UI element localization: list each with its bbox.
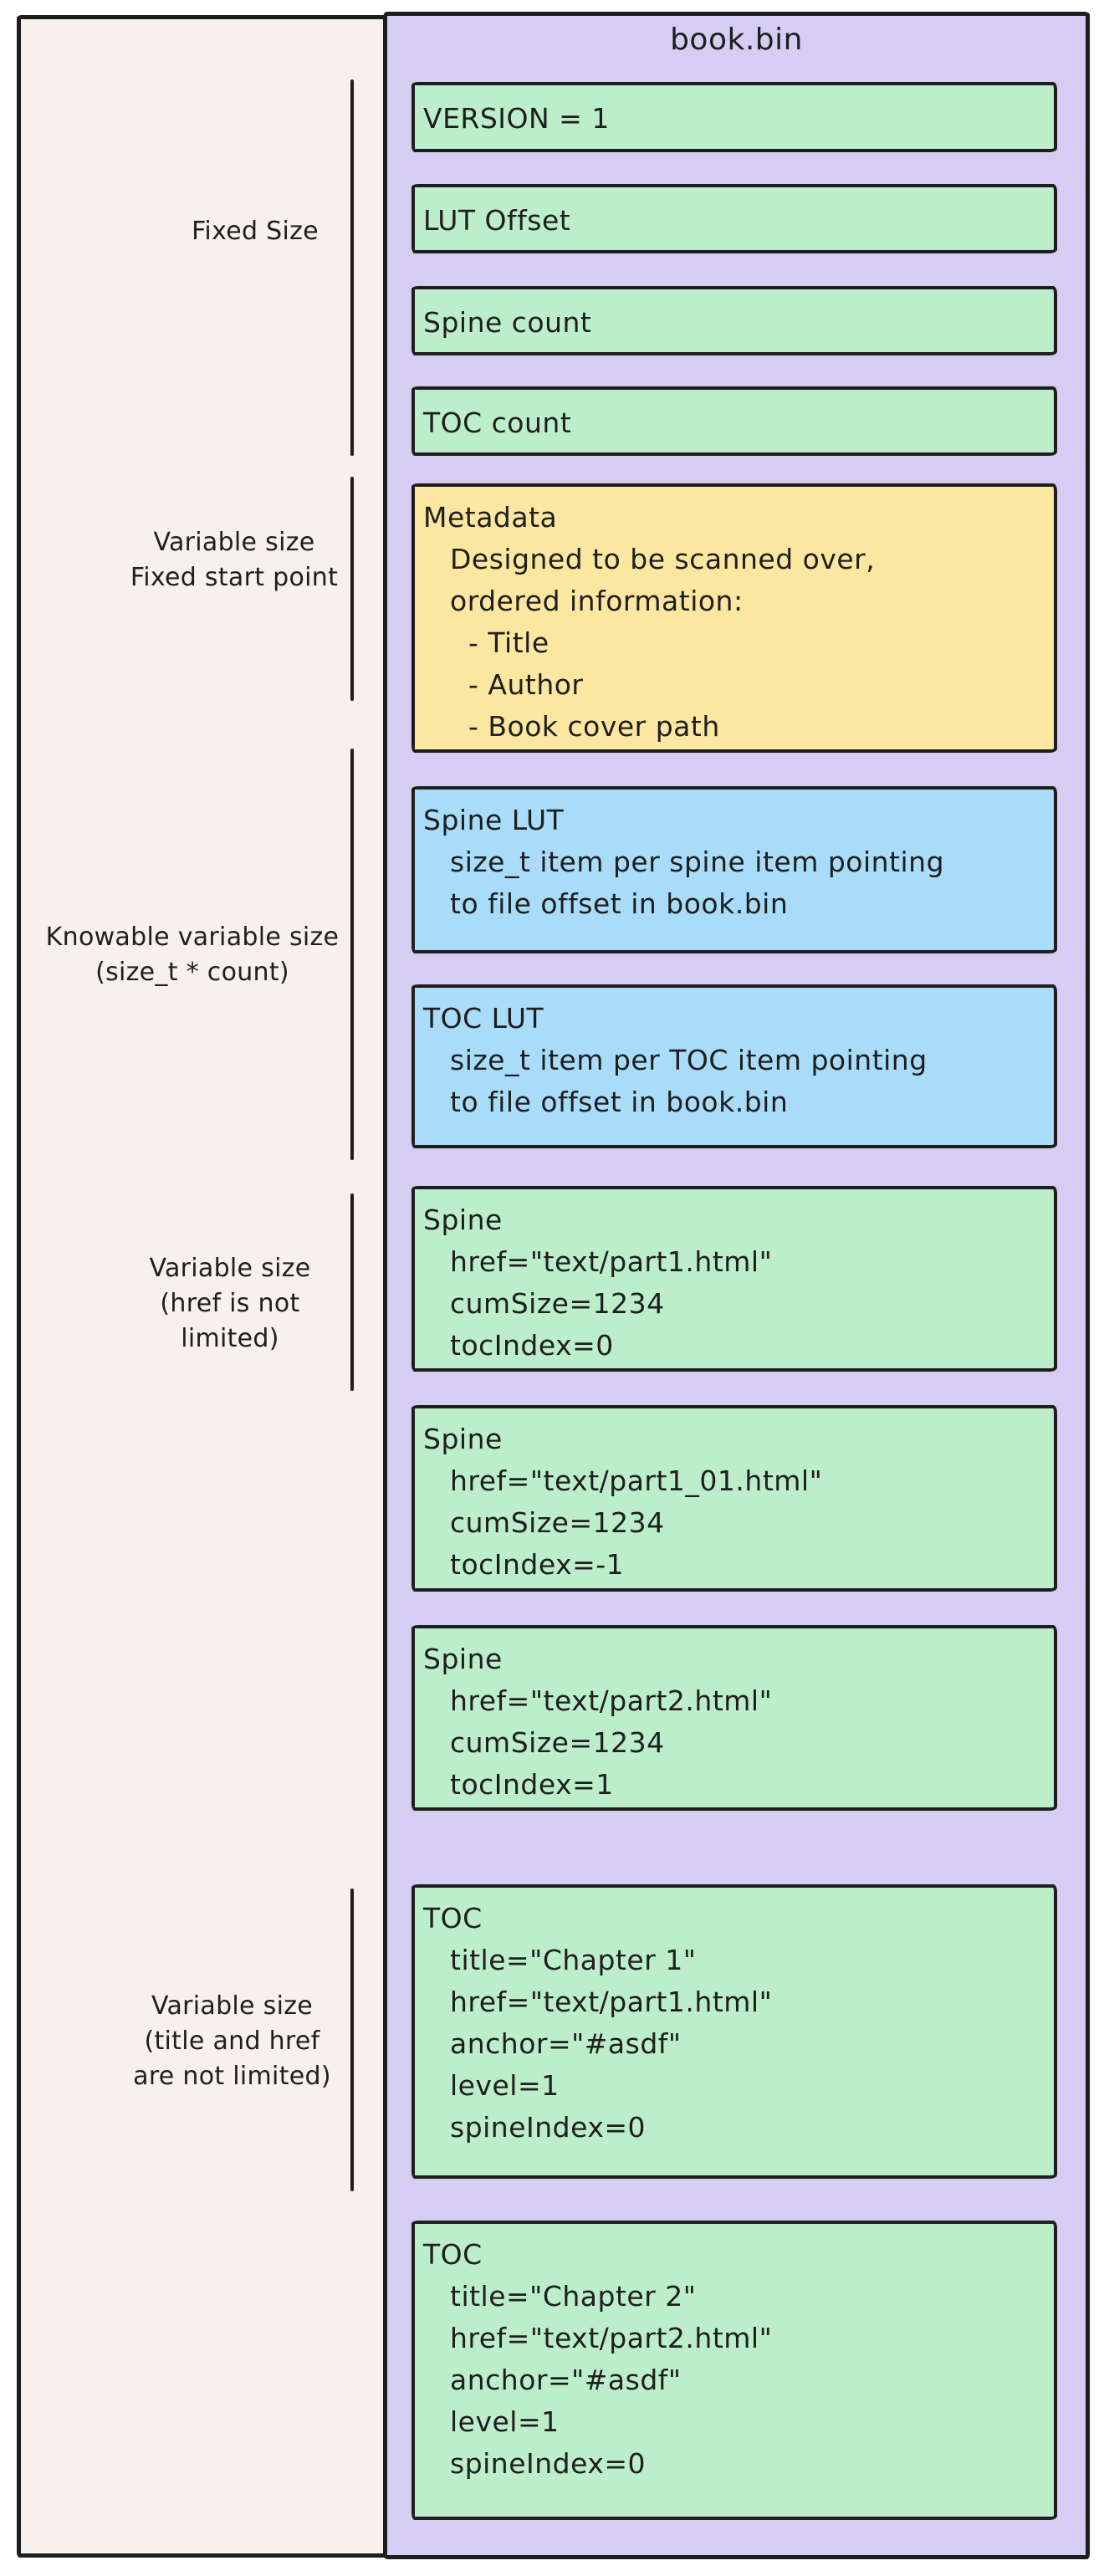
metadata-box: Metadata Designed to be scanned over, or…	[411, 483, 1057, 753]
box-text: Designed to be scanned over,	[450, 543, 876, 575]
toc-lut-box: TOC LUT size_t item per TOC item pointin…	[411, 984, 1057, 1148]
spine-entry-box: Spine href="text/part1.html" cumSize=123…	[411, 1186, 1057, 1372]
label-line: limited)	[181, 1324, 279, 1353]
toc-entry-box: TOC title="Chapter 1" href="text/part1.h…	[411, 1884, 1057, 2179]
box-text: spineIndex=0	[450, 2111, 647, 2144]
box-text: cumSize=1234	[450, 1287, 665, 1320]
box-text: href="text/part1.html"	[450, 1245, 773, 1278]
box-text: to file offset in book.bin	[450, 887, 789, 920]
box-title: Spine	[423, 1423, 503, 1455]
label-line: Fixed Size	[192, 217, 319, 246]
box-text: - Title	[468, 626, 549, 659]
box-text: href="text/part2.html"	[450, 2322, 773, 2354]
box-text: ordered information:	[450, 585, 744, 617]
field-box-lut-offset: LUT Offset	[411, 184, 1057, 253]
bracket-variable-size-href	[350, 1193, 354, 1391]
spine-lut-box: Spine LUT size_t item per spine item poi…	[411, 786, 1057, 953]
box-text: size_t item per spine item pointing	[450, 846, 945, 878]
bracket-fixed-size	[350, 79, 354, 456]
spine-entry-box: Spine href="text/part1_01.html" cumSize=…	[411, 1405, 1057, 1592]
box-text: tocIndex=1	[450, 1768, 614, 1801]
box-title: Spine	[423, 1204, 503, 1236]
spine-entry-box: Spine href="text/part2.html" cumSize=123…	[411, 1625, 1057, 1811]
box-text: anchor="#asdf"	[450, 2027, 682, 2060]
box-text: cumSize=1234	[450, 1726, 665, 1759]
box-text: anchor="#asdf"	[450, 2364, 682, 2396]
box-text: tocIndex=0	[450, 1329, 614, 1362]
box-text: href="text/part1_01.html"	[450, 1464, 823, 1497]
box-text: title="Chapter 1"	[450, 1944, 697, 1976]
section-label-fixed-size: Fixed Size	[159, 214, 351, 249]
box-text: tocIndex=-1	[450, 1548, 625, 1581]
box-text: cumSize=1234	[450, 1506, 665, 1539]
box-text: spineIndex=0	[450, 2447, 647, 2480]
section-label-variable-size-href: Variable size (href is not limited)	[113, 1251, 347, 1357]
field-text: LUT Offset	[423, 204, 571, 237]
toc-entry-box: TOC title="Chapter 2" href="text/part2.h…	[411, 2221, 1057, 2520]
box-title: Metadata	[423, 501, 558, 534]
label-line: (size_t * count)	[95, 958, 289, 987]
bracket-knowable-variable-size	[350, 749, 354, 1160]
box-text: - Author	[468, 668, 584, 701]
section-label-variable-size-title-href: Variable size (title and href are not li…	[84, 1989, 381, 2094]
label-line: Variable size	[151, 1991, 314, 2021]
label-line: Variable size	[153, 528, 315, 557]
field-box-version: VERSION = 1	[411, 82, 1057, 152]
label-line: Knowable variable size	[45, 923, 340, 952]
box-text: - Book cover path	[468, 710, 720, 743]
section-label-knowable-variable-size: Knowable variable size (size_t * count)	[29, 920, 355, 990]
section-label-variable-size-fixed-start: Variable size Fixed start point	[113, 525, 355, 595]
box-title: TOC	[423, 2238, 483, 2271]
label-line: are not limited)	[133, 2062, 331, 2091]
field-box-spine-count: Spine count	[411, 286, 1057, 355]
label-line: Fixed start point	[130, 563, 339, 592]
label-line: (title and href	[144, 2027, 320, 2056]
field-text: TOC count	[423, 406, 572, 439]
box-text: href="text/part1.html"	[450, 1986, 773, 2018]
box-title: Spine LUT	[423, 804, 565, 836]
box-text: level=1	[450, 2069, 560, 2102]
container-title: book.bin	[670, 23, 803, 57]
box-text: size_t item per TOC item pointing	[450, 1044, 928, 1076]
bracket-variable-size-title-href	[350, 1889, 354, 2191]
bracket-variable-size-fixed-start	[350, 477, 354, 701]
box-text: level=1	[450, 2405, 560, 2438]
box-title: Spine	[423, 1643, 503, 1675]
box-text: href="text/part2.html"	[450, 1684, 773, 1717]
box-title: TOC	[423, 1902, 483, 1935]
field-box-toc-count: TOC count	[411, 386, 1057, 456]
label-line: (href is not	[160, 1289, 300, 1318]
left-annotation-panel	[17, 15, 391, 2558]
box-title: TOC LUT	[423, 1002, 544, 1035]
box-text: to file offset in book.bin	[450, 1086, 789, 1118]
box-text: title="Chapter 2"	[450, 2280, 697, 2313]
label-line: Variable size	[149, 1254, 311, 1283]
field-text: VERSION = 1	[423, 102, 610, 135]
field-text: Spine count	[423, 306, 592, 339]
